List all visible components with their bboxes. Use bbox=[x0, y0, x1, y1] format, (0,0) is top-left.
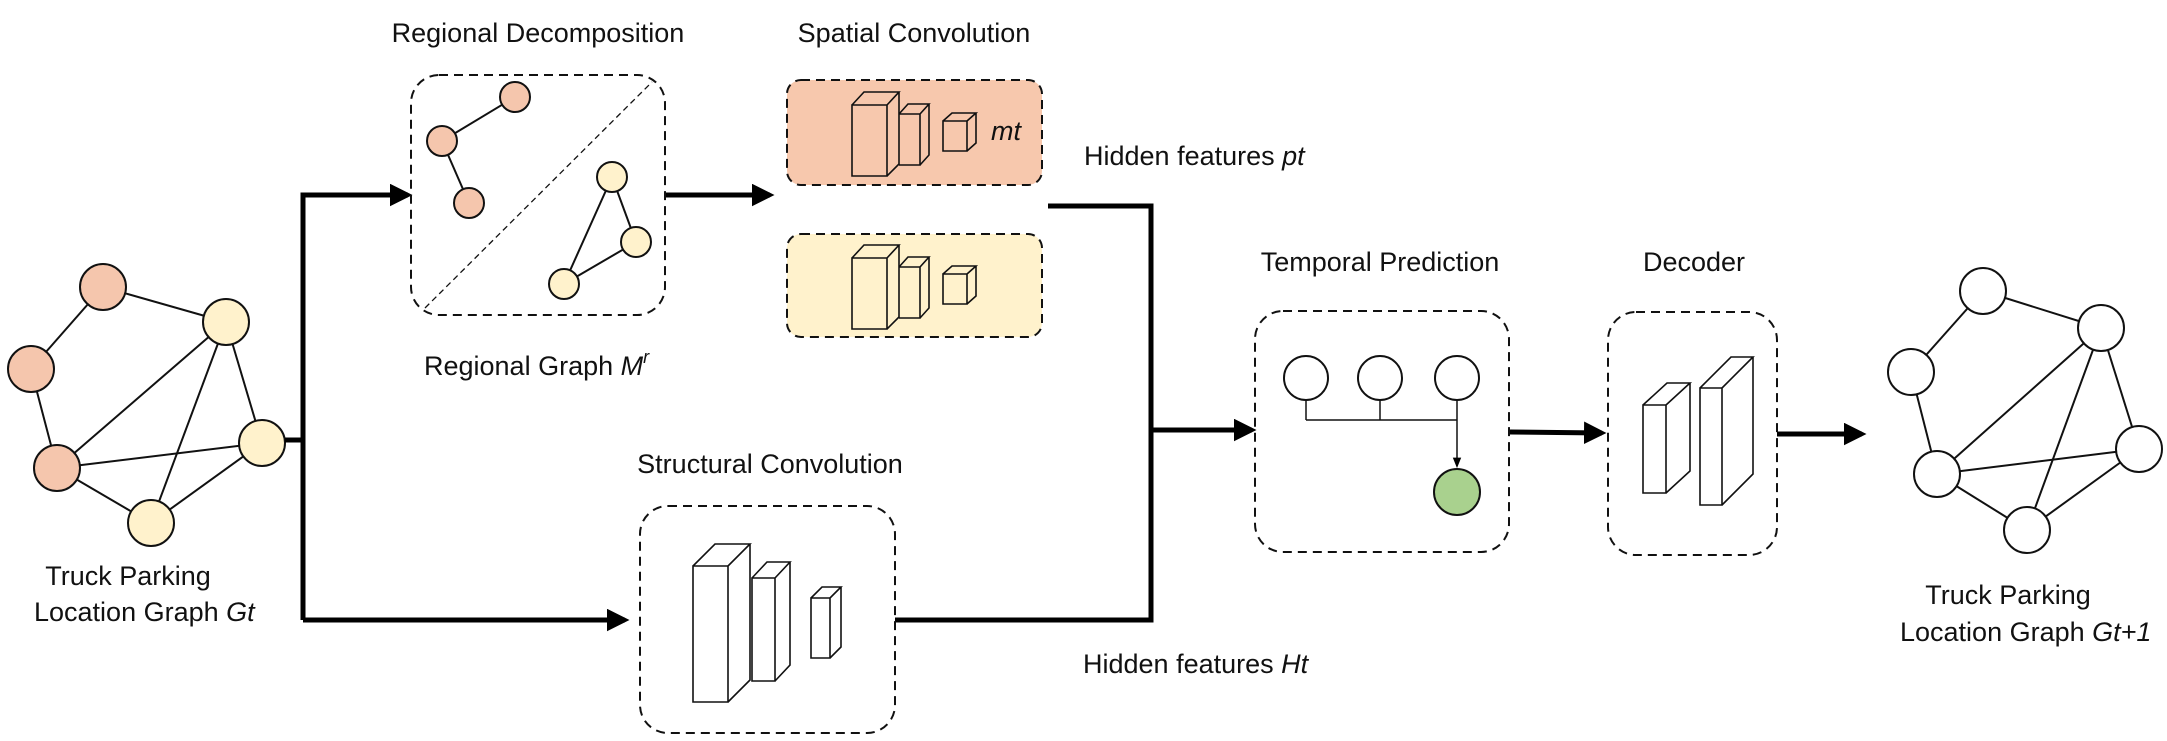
graph-node bbox=[127, 499, 175, 547]
cnn-blocks-icon bbox=[692, 543, 843, 703]
graph-node bbox=[2003, 506, 2051, 554]
graph-node bbox=[1434, 355, 1480, 401]
output-graph-nodes bbox=[1887, 267, 2163, 554]
regional-graph-label: Regional Graph Mr bbox=[424, 347, 650, 381]
graph-node bbox=[202, 298, 250, 346]
graph-node bbox=[7, 345, 55, 393]
arrow-right-icon bbox=[1509, 421, 1607, 445]
input-label-line1: Truck Parking bbox=[45, 561, 211, 591]
prediction-node bbox=[1433, 468, 1481, 516]
graph-node bbox=[426, 125, 458, 157]
spatial-convolution-orange: mt bbox=[786, 79, 1043, 186]
graph-node bbox=[1913, 450, 1961, 498]
input-label-line2: Location Graph Gt bbox=[34, 597, 256, 627]
decoder-blocks-icon bbox=[1642, 356, 1755, 506]
graph-node bbox=[1283, 355, 1329, 401]
graph-node bbox=[596, 161, 628, 193]
graph-node bbox=[620, 226, 652, 258]
graph-node bbox=[1887, 348, 1935, 396]
structural-convolution-title: Structural Convolution bbox=[637, 449, 903, 479]
temporal-prediction-box bbox=[1254, 310, 1510, 553]
input-graph bbox=[7, 263, 286, 547]
output-label-line1: Truck Parking bbox=[1925, 580, 2091, 610]
graph-node bbox=[1959, 267, 2007, 315]
output-graph bbox=[1887, 267, 2163, 554]
cnn-blocks-icon bbox=[851, 91, 979, 177]
graph-node bbox=[2115, 425, 2163, 473]
hidden-features-h-label: Hidden features Ht bbox=[1083, 649, 1310, 679]
graph-node bbox=[499, 81, 531, 113]
hidden-features-p-label: Hidden features pt bbox=[1084, 141, 1306, 171]
cnn-blocks-icon bbox=[851, 244, 979, 330]
mt-label: mt bbox=[991, 116, 1022, 146]
decoder-title: Decoder bbox=[1643, 247, 1745, 277]
decoder-box bbox=[1607, 311, 1778, 556]
graph-node bbox=[1357, 355, 1403, 401]
spatial-convolution-title: Spatial Convolution bbox=[798, 18, 1031, 48]
graph-node bbox=[33, 444, 81, 492]
graph-node bbox=[453, 187, 485, 219]
temporal-prediction-title: Temporal Prediction bbox=[1261, 247, 1500, 277]
graph-node bbox=[79, 263, 127, 311]
graph-node bbox=[238, 419, 286, 467]
input-graph-nodes bbox=[7, 263, 286, 547]
flow-lines bbox=[285, 183, 1867, 632]
spatial-convolution-yellow bbox=[786, 233, 1043, 338]
graph-node bbox=[548, 268, 580, 300]
regional-decomposition-title: Regional Decomposition bbox=[392, 18, 685, 48]
regional-decomposition-box bbox=[410, 74, 666, 316]
structural-convolution-box bbox=[639, 505, 896, 734]
graph-node bbox=[2077, 304, 2125, 352]
output-label-line2: Location Graph Gt+1 bbox=[1900, 617, 2151, 647]
